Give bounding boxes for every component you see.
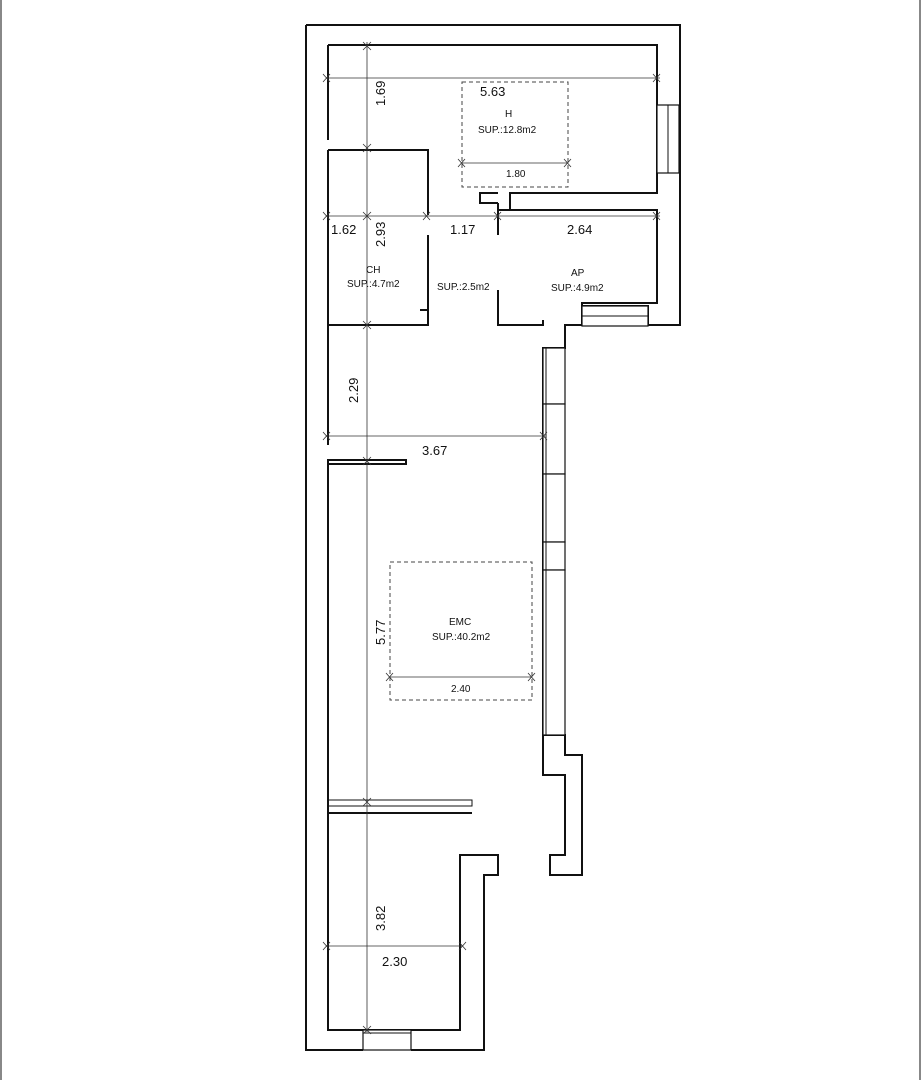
dim-ch-depth: 2.93 <box>373 222 388 247</box>
room-ch-area: SUP.:4.7m2 <box>347 279 400 290</box>
wall-ap <box>497 209 658 306</box>
dim-bottom-depth: 3.82 <box>373 906 388 931</box>
room-h-name: H <box>505 109 512 120</box>
wall-living-top <box>327 459 407 465</box>
window-bottom <box>362 1029 412 1051</box>
bed-h <box>461 81 569 188</box>
furniture-emc <box>389 561 533 701</box>
window-living-5 <box>542 569 566 736</box>
room-h-area: SUP.:12.8m2 <box>478 125 537 136</box>
dim-corridor-depth: 2.29 <box>346 378 361 403</box>
room-hall-area: SUP.:2.5m2 <box>437 282 490 293</box>
dim-hall-width: 1.17 <box>450 222 475 237</box>
room-ap-area: SUP.:4.9m2 <box>551 283 604 294</box>
dim-ticks <box>322 41 661 1035</box>
dim-bottom-width: 2.30 <box>382 954 407 969</box>
room-emc-furniture-width: 2.40 <box>451 684 471 695</box>
room-emc-name: EMC <box>449 617 471 628</box>
dim-living-width: 3.67 <box>422 443 447 458</box>
wall-ap-left <box>497 290 544 326</box>
wall-ch <box>327 149 429 326</box>
dim-ap-width: 2.64 <box>567 222 592 237</box>
room-ch-name: CH <box>366 265 380 276</box>
dim-h-width: 5.63 <box>480 84 505 99</box>
dim-ch-width: 1.62 <box>331 222 356 237</box>
wall-living-divider <box>328 799 473 807</box>
room-emc-area: SUP.:40.2m2 <box>432 632 491 643</box>
outer-wall <box>305 24 681 1051</box>
dim-living-depth: 5.77 <box>373 620 388 645</box>
room-ap-name: AP <box>571 268 585 279</box>
room-h-furniture-width: 1.80 <box>506 169 526 180</box>
dim-h-depth: 1.69 <box>373 81 388 106</box>
